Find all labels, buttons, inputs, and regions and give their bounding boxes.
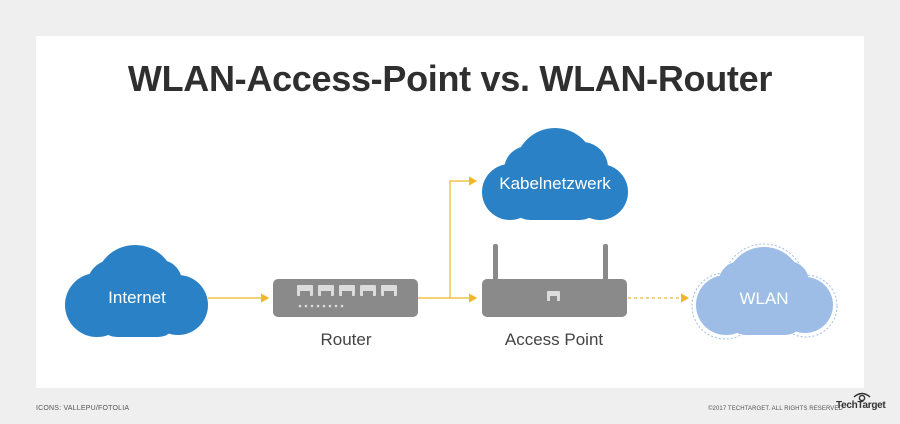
- internet-label: Internet: [108, 288, 166, 307]
- connector-router-cable-network: [449, 176, 478, 298]
- wlan-cloud: [691, 243, 838, 340]
- techtarget-eye-icon: [853, 392, 871, 402]
- icons-credit: ICONS: VALLEPU/FOTOLIA: [36, 405, 130, 412]
- access-point-label: Access Point: [505, 330, 604, 349]
- cable-network-label: Kabelnetzwerk: [499, 174, 611, 193]
- diagram-title: WLAN-Access-Point vs. WLAN-Router: [127, 58, 773, 99]
- wlan-label: WLAN: [739, 289, 788, 308]
- router-label: Router: [320, 330, 371, 349]
- internet-cloud: [65, 245, 208, 337]
- access-point-icon: [482, 244, 627, 317]
- router-icon: [273, 279, 418, 317]
- copyright-notice: ©2017 TECHTARGET. ALL RIGHTS RESERVED: [708, 406, 843, 412]
- cable-network-cloud: [482, 128, 628, 220]
- techtarget-logo: TechTarget: [836, 400, 886, 411]
